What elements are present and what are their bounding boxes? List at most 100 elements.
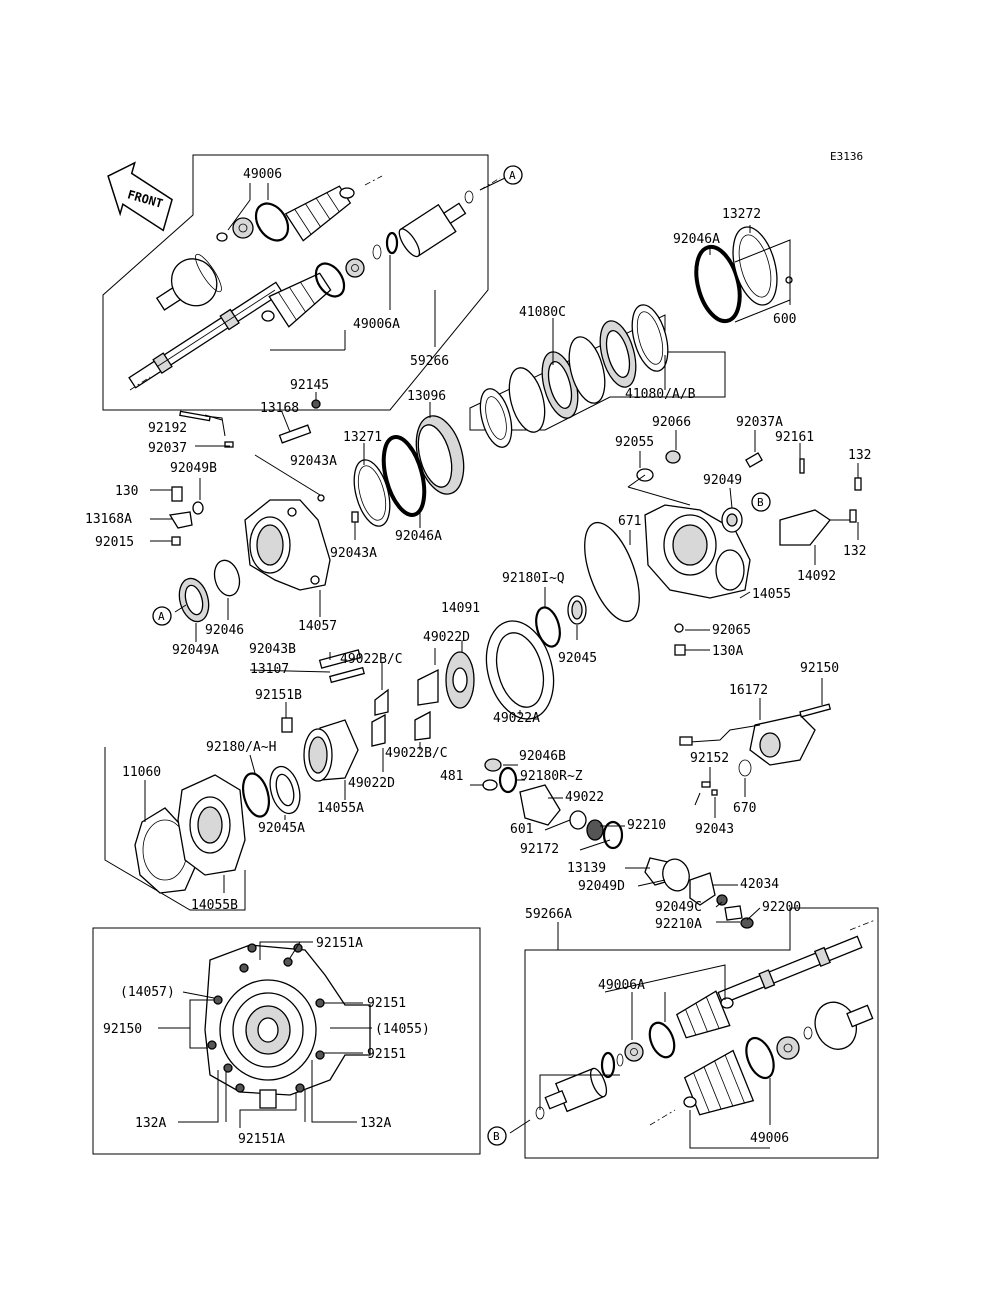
label-92180rz: 92180R~Z (520, 769, 583, 784)
ref-mark-b-mid (751, 492, 771, 512)
label-42034: 42034 (740, 877, 779, 892)
label-49022d-bot: 49022D (348, 776, 395, 791)
inset-label-92150: 92150 (103, 1022, 142, 1037)
label-92046: 92046 (205, 623, 244, 638)
label-14055a: 14055A (317, 801, 364, 816)
ref-mark-a-mid (152, 606, 172, 626)
label-92180ah: 92180/A~H (206, 740, 276, 755)
label-49022a: 49022A (493, 711, 540, 726)
diagram-code: E3136 (830, 150, 863, 163)
label-92049a: 92049A (172, 643, 219, 658)
label-670: 670 (733, 801, 756, 816)
label-671: 671 (618, 514, 641, 529)
label-92046a-top: 92046A (673, 232, 720, 247)
label-49022d-top: 49022D (423, 630, 470, 645)
ref-mark-a-mid-text: A (158, 610, 165, 623)
case-bolt-inset (92, 927, 481, 1155)
label-92015: 92015 (95, 535, 134, 550)
label-481: 481 (440, 769, 463, 784)
inset-label-92151-1: 92151 (367, 996, 406, 1011)
label-92045a: 92045A (258, 821, 305, 836)
label-92049c: 92049C (655, 900, 702, 915)
label-49022: 49022 (565, 790, 604, 805)
label-92172: 92172 (520, 842, 559, 857)
inset-label-92151a-bottom: 92151A (238, 1132, 285, 1147)
label-16172: 16172 (729, 683, 768, 698)
label-14055: 14055 (752, 587, 791, 602)
label-92065: 92065 (712, 623, 751, 638)
ref-mark-a-top (503, 165, 523, 185)
label-11060: 11060 (122, 765, 161, 780)
actuator-group-16172 (679, 678, 832, 797)
label-92043a-top: 92043A (290, 454, 337, 469)
label-49006-bottom: 49006 (750, 1131, 789, 1146)
label-41080c: 41080C (519, 305, 566, 320)
front-arrow-icon: FRONT (107, 161, 173, 232)
inset-label-14057: (14057) (120, 985, 175, 1000)
label-92043a-mid: 92043A (330, 546, 377, 561)
label-13139: 13139 (567, 861, 606, 876)
label-92045: 92045 (558, 651, 597, 666)
inset-label-132a-right: 132A (360, 1116, 391, 1131)
pinion-group-49022 (519, 767, 761, 929)
label-59266a: 59266A (525, 907, 572, 922)
label-92145: 92145 (290, 378, 329, 393)
hub-group-13096 (353, 402, 465, 528)
label-13272: 13272 (722, 207, 761, 222)
inset-label-132a-left: 132A (135, 1116, 166, 1131)
label-92210a: 92210A (655, 917, 702, 932)
label-600: 600 (773, 312, 796, 327)
label-92210: 92210 (627, 818, 666, 833)
inset-label-92151-2: 92151 (367, 1047, 406, 1062)
inset-label-14055: (14055) (375, 1022, 430, 1037)
label-92049: 92049 (703, 473, 742, 488)
case-group-14055ab (104, 702, 525, 911)
label-14055b: 14055B (191, 898, 238, 913)
label-92161: 92161 (775, 430, 814, 445)
label-92152: 92152 (690, 751, 729, 766)
label-14092: 14092 (797, 569, 836, 584)
label-92049b: 92049B (170, 461, 217, 476)
front-drive-shaft-group-59266 (102, 154, 501, 411)
label-13168: 13168 (260, 401, 299, 416)
label-92037a: 92037A (736, 415, 783, 430)
clutch-pack-group-41080 (469, 304, 726, 448)
label-92151b: 92151B (255, 688, 302, 703)
differential-gears-group (249, 620, 555, 772)
label-92043b: 92043B (249, 642, 296, 657)
ref-mark-b-bottom-text: B (493, 1130, 500, 1143)
label-49006a-bottom: 49006A (598, 978, 645, 993)
label-92192: 92192 (148, 421, 187, 436)
label-49022bc-bot: 49022B/C (385, 746, 448, 761)
label-41080ab: 41080/A/B (625, 387, 696, 402)
plate-group-13272 (694, 225, 793, 324)
label-92043: 92043 (695, 822, 734, 837)
label-92180iq: 92180I~Q (502, 571, 565, 586)
label-49006a-top: 49006A (353, 317, 400, 332)
label-92200: 92200 (762, 900, 801, 915)
label-130: 130 (115, 484, 138, 499)
label-92049d: 92049D (578, 879, 625, 894)
label-92046a-mid: 92046A (395, 529, 442, 544)
label-601: 601 (510, 822, 533, 837)
label-92055: 92055 (615, 435, 654, 450)
label-13107: 13107 (250, 662, 289, 677)
label-13271: 13271 (343, 430, 382, 445)
ref-mark-a-top-text: A (509, 169, 516, 182)
label-13168a: 13168A (85, 512, 132, 527)
label-92037: 92037 (148, 441, 187, 456)
label-14091: 14091 (441, 601, 480, 616)
rear-drive-shaft-group-59266a (509, 907, 879, 1159)
front-case-14055 (461, 430, 862, 660)
label-132-top: 132 (848, 448, 871, 463)
label-92066: 92066 (652, 415, 691, 430)
label-92150-top: 92150 (800, 661, 839, 676)
label-59266: 59266 (410, 354, 449, 369)
label-14057: 14057 (298, 619, 337, 634)
label-132-bot: 132 (843, 544, 866, 559)
ref-mark-b-mid-text: B (757, 496, 764, 509)
ref-mark-b-bottom (487, 1126, 507, 1146)
inset-label-92151a-top: 92151A (316, 936, 363, 951)
label-13096: 13096 (407, 389, 446, 404)
label-49022bc-top: 49022B/C (340, 652, 403, 667)
